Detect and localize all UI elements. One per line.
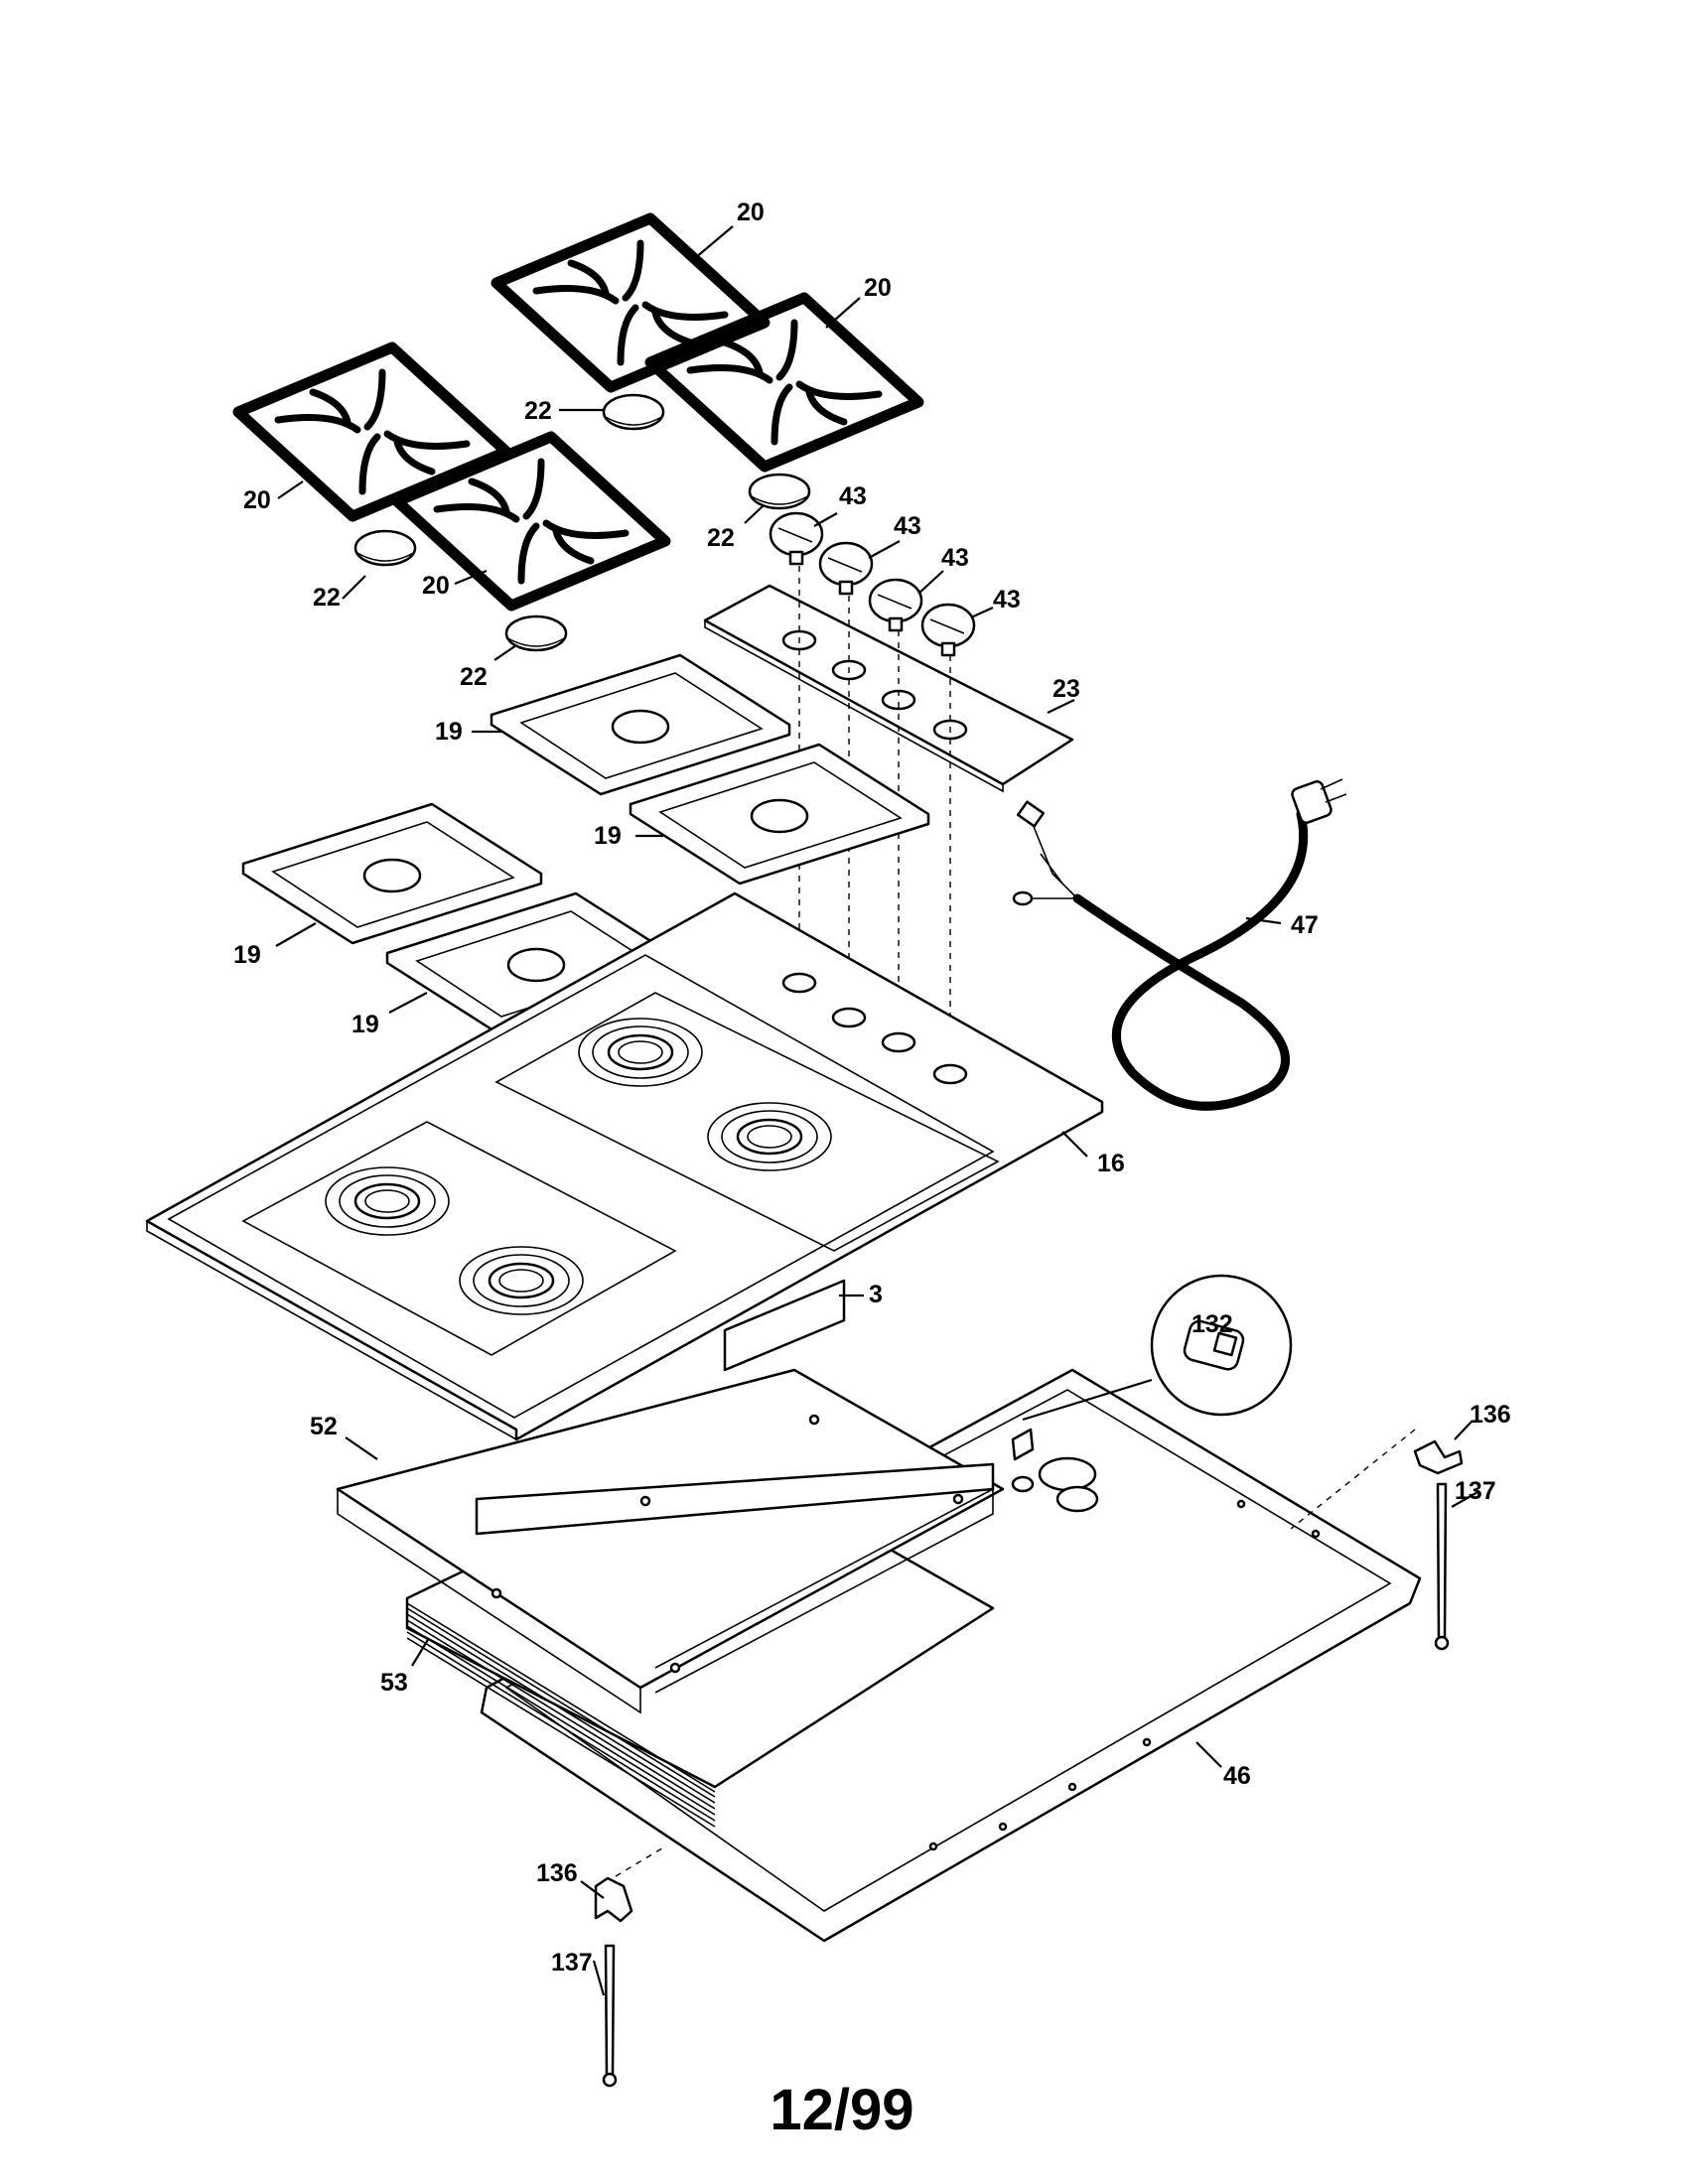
knob-2 <box>818 541 874 596</box>
bracket-strip <box>723 1279 846 1372</box>
cooktop-main-top <box>145 891 1104 1441</box>
callout-19-front-right: 19 <box>351 1011 379 1038</box>
mounting-clip-left <box>594 1845 666 1923</box>
callout-3: 3 <box>869 1281 883 1308</box>
callout-136-left: 136 <box>536 1859 578 1887</box>
callout-20-top: 20 <box>737 199 765 226</box>
knob-3 <box>868 578 923 632</box>
control-panel-overlay <box>703 584 1074 793</box>
callout-43-third: 43 <box>941 544 969 572</box>
callout-43-first: 43 <box>839 482 867 510</box>
diagram-date: 12/99 <box>770 2078 913 2142</box>
burner-cap-1 <box>602 393 665 431</box>
callout-20-left: 20 <box>243 486 271 514</box>
callout-23: 23 <box>1052 675 1080 703</box>
heat-shield <box>336 1368 1005 1714</box>
leader-lines <box>275 225 1480 1996</box>
mounting-screw-left <box>602 1944 618 2088</box>
callout-16: 16 <box>1097 1150 1125 1177</box>
callout-22-top: 22 <box>524 397 552 425</box>
power-cord <box>1012 778 1347 1111</box>
callout-43-second: 43 <box>894 512 921 540</box>
callout-20-right: 20 <box>864 274 892 302</box>
callout-22-front: 22 <box>460 663 488 691</box>
callout-132: 132 <box>1192 1310 1233 1338</box>
burner-cap-2 <box>748 473 811 510</box>
grate-front-left <box>238 347 506 516</box>
callout-19-front-left: 19 <box>233 941 261 969</box>
callout-labels: 20 20 20 20 22 22 22 22 43 43 43 43 23 1… <box>233 199 1511 1977</box>
burner-box-base <box>480 1368 1422 1943</box>
mounting-clip-right <box>1290 1429 1464 1530</box>
callout-53: 53 <box>380 1669 408 1697</box>
grate-back-right <box>650 298 918 467</box>
mounting-screw-right <box>1434 1482 1450 1651</box>
knob-1 <box>769 511 824 566</box>
callout-22-right: 22 <box>707 524 735 552</box>
callout-43-fourth: 43 <box>993 586 1021 614</box>
callout-19-back-right: 19 <box>594 822 622 850</box>
callout-47: 47 <box>1291 911 1319 939</box>
callout-46: 46 <box>1223 1762 1251 1790</box>
callout-20-front: 20 <box>422 572 450 600</box>
callout-137-left: 137 <box>551 1949 593 1977</box>
callout-136-right: 136 <box>1470 1401 1511 1429</box>
callout-137-right: 137 <box>1455 1477 1496 1505</box>
knob-4 <box>920 603 976 657</box>
burner-cap-3 <box>353 529 417 567</box>
valve-detail-circle <box>1011 1274 1293 1461</box>
callout-19-back-left: 19 <box>435 718 463 746</box>
callout-52: 52 <box>310 1413 338 1440</box>
callout-22-left: 22 <box>313 584 341 612</box>
grate-back-left <box>496 218 765 387</box>
